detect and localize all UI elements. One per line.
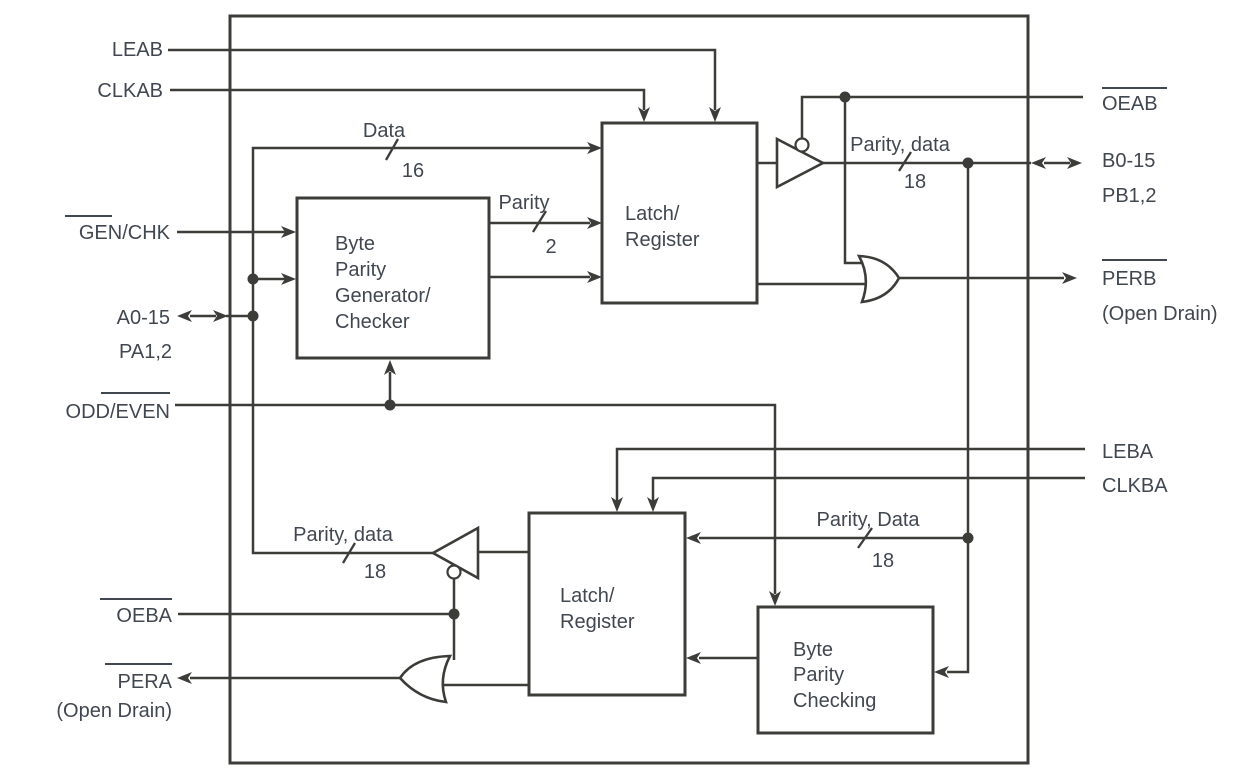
- label-b-bus: B0-15: [1102, 150, 1155, 172]
- bus-slash: [898, 151, 912, 172]
- parity-data-ba-in-label: Parity, Data: [817, 509, 921, 531]
- arrowhead: [934, 666, 949, 678]
- arrowhead: [587, 271, 602, 283]
- bus-labels: Data 16 Parity 2 Parity, data 18 Parity,…: [293, 120, 951, 583]
- parity-check-label-line1: Byte: [793, 639, 833, 661]
- arrowhead: [177, 672, 192, 684]
- wire-leab: [168, 48, 717, 110]
- latch-ba-label-line1: Latch/: [560, 585, 615, 607]
- byte-parity-checking-block: [756, 605, 935, 735]
- junction-dot: [839, 91, 851, 103]
- label-pera-open-drain: (Open Drain): [56, 700, 172, 722]
- block-labels: Byte Parity Generator/ Checker Latch/ Re…: [335, 203, 876, 712]
- label-gen-chk: GEN/CHK: [79, 222, 171, 244]
- wire-leba: [615, 447, 1085, 501]
- label-clkab: CLKAB: [97, 80, 163, 102]
- arrowhead: [686, 532, 701, 544]
- oeab-inverter-bubble: [794, 137, 810, 153]
- arrowhead: [769, 591, 781, 606]
- parity-data-ba-out-width: 18: [364, 561, 386, 583]
- bus-slash: [532, 210, 547, 233]
- arrowhead: [686, 652, 701, 664]
- wire-b-branch-down: [947, 163, 970, 674]
- right-port-labels: OEAB B0-15 PB1,2 PERB (Open Drain) LEBA …: [1102, 87, 1218, 497]
- wire-a-bus-and-data: [251, 146, 591, 555]
- byte-parity-generator-checker-block: [295, 196, 491, 360]
- chip-boundary: [228, 14, 1030, 765]
- wire-oeab: [800, 95, 1083, 138]
- arrowhead: [1062, 272, 1077, 284]
- arrowheads: [177, 107, 1082, 684]
- parity2-label: Parity: [498, 192, 549, 214]
- parity-check-label-line3: Checking: [793, 690, 876, 712]
- arrowhead: [611, 497, 623, 512]
- bus-slash: [385, 138, 399, 161]
- arrowhead: [281, 226, 296, 238]
- junction-dot: [448, 608, 460, 620]
- arrowhead: [384, 360, 396, 375]
- label-perb: PERB: [1102, 268, 1156, 290]
- data16-label: Data: [363, 120, 406, 142]
- parity-data-ba-out-label: Parity, data: [293, 524, 394, 546]
- parity-data-ab-label: Parity, data: [850, 134, 951, 156]
- latch-ba-label-line2: Register: [560, 611, 635, 633]
- label-a-bus: A0-15: [117, 307, 170, 329]
- label-leba: LEBA: [1102, 441, 1154, 463]
- junction-dot: [247, 273, 259, 285]
- data16-width: 16: [402, 160, 424, 182]
- arrowhead: [213, 310, 228, 322]
- arrowhead: [587, 217, 602, 229]
- junction-dot: [962, 532, 974, 544]
- arrowhead: [177, 310, 192, 322]
- label-oeba: OEBA: [116, 605, 172, 627]
- parity-data-ab-width: 18: [904, 171, 926, 193]
- parity-gen-label-line4: Checker: [335, 311, 410, 333]
- parity-gen-label-line1: Byte: [335, 233, 375, 255]
- parity2-width: 2: [545, 236, 556, 258]
- parity-data-ba-in-width: 18: [872, 550, 894, 572]
- or-gate-pera: [398, 654, 453, 704]
- arrowhead: [1031, 157, 1046, 169]
- or-gate-perb: [856, 254, 901, 304]
- label-pa: PA1,2: [119, 341, 172, 363]
- bus-slashes: [342, 138, 912, 564]
- label-pb: PB1,2: [1102, 185, 1156, 207]
- label-pera: PERA: [118, 671, 173, 693]
- arrowhead: [1067, 157, 1082, 169]
- arrowhead: [647, 497, 659, 512]
- latch-ab-label-line2: Register: [625, 229, 700, 251]
- arrowhead: [587, 142, 602, 154]
- junction-dot: [384, 399, 396, 411]
- bus-slash: [342, 542, 356, 564]
- parity-gen-label-line2: Parity: [335, 259, 386, 281]
- parity-gen-label-line3: Generator/: [335, 285, 431, 307]
- junction-dots: [247, 91, 974, 620]
- label-oeab: OEAB: [1102, 93, 1158, 115]
- wire-oeab-to-or: [843, 97, 866, 265]
- wire-clkab: [170, 88, 646, 110]
- arrowhead: [638, 107, 650, 122]
- label-odd-even: ODD/EVEN: [66, 401, 170, 423]
- arrowhead: [709, 107, 721, 122]
- arrowhead: [281, 273, 296, 285]
- latch-ab-label-line1: Latch/: [625, 203, 680, 225]
- junction-dot: [962, 157, 974, 169]
- label-clkba: CLKBA: [1102, 475, 1168, 497]
- wire-clkba: [651, 476, 1085, 501]
- label-leab: LEAB: [112, 39, 163, 61]
- latch-register-ba-block: [527, 511, 687, 697]
- bus-slash: [857, 527, 873, 549]
- label-perb-open-drain: (Open Drain): [1102, 303, 1218, 325]
- left-port-labels: LEAB CLKAB GEN/CHK A0-15 PA1,2 ODD/EVEN …: [56, 39, 172, 722]
- parity-check-label-line2: Parity: [793, 664, 844, 686]
- latch-register-ab-block: [600, 121, 759, 305]
- wire-odd-even: [175, 403, 777, 594]
- junction-dot: [247, 310, 259, 322]
- oeba-inverter-bubble: [446, 564, 462, 580]
